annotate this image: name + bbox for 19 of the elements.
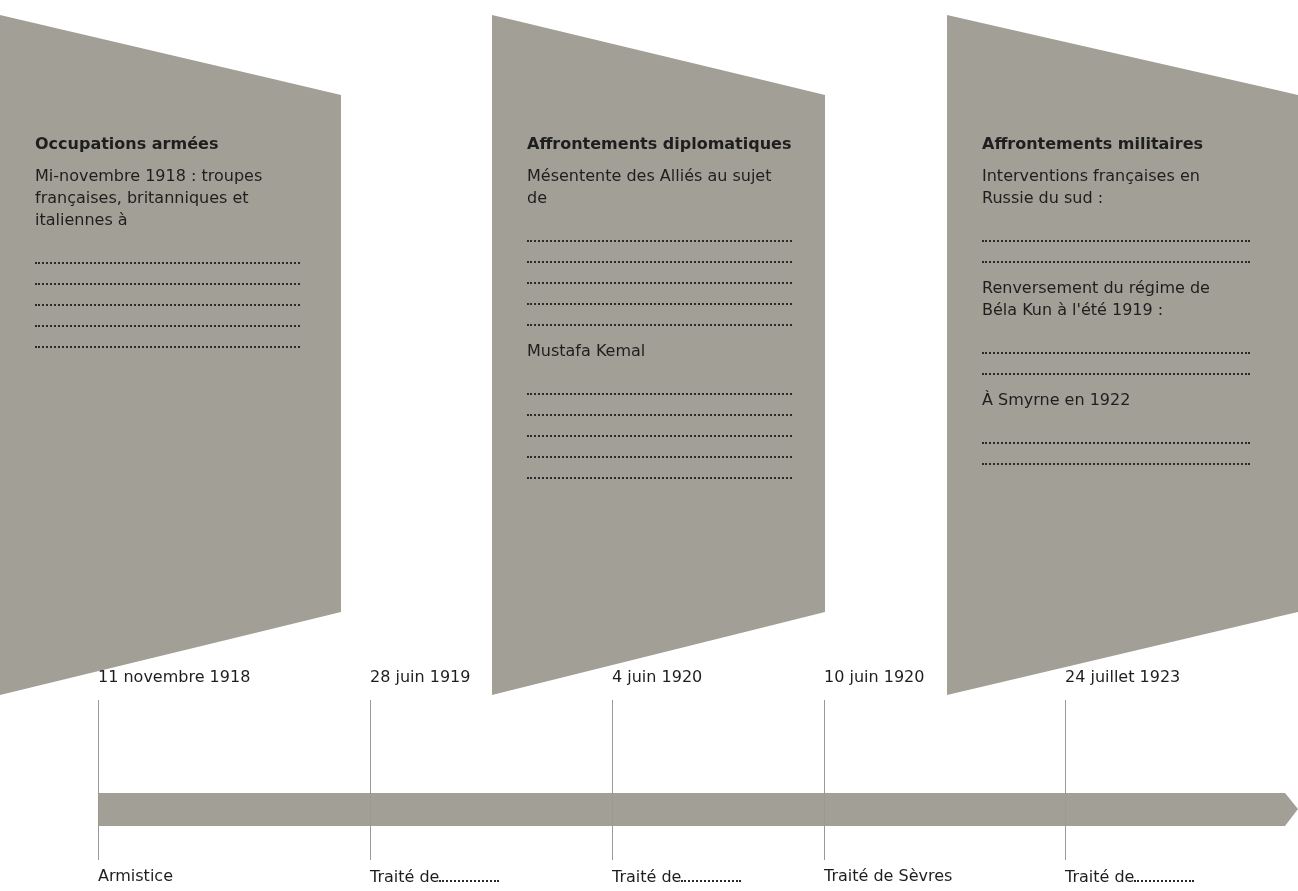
prompt-text: Interventions françaises en Russie du sud :: [982, 165, 1201, 209]
prompt-text: Mésentente des Alliés au sujet de: [527, 165, 773, 209]
panel-heading: Affrontements militaires: [982, 133, 1205, 155]
date-label: 11 novembre 1918: [98, 667, 251, 686]
date-label: 10 juin 1920: [824, 667, 925, 686]
event-label: Traité de: [1065, 867, 1135, 886]
event-label: Traité de: [612, 867, 682, 886]
panel-heading: Affrontements diplomatiques: [527, 133, 792, 155]
event-label: Armistice: [98, 866, 173, 885]
date-label: 24 juillet 1923: [1065, 667, 1181, 686]
prompt-text: Renversement du régime de Béla Kun à l'été 1919 :: [982, 277, 1211, 321]
prompt-text: À Smyrne en 1922: [982, 389, 1132, 411]
event-label: Traité de: [370, 867, 440, 886]
prompt-text: Mi-novembre 1918 : troupes françaises, britanniques et italiennes à: [35, 165, 264, 231]
panel-heading: Occupations armées: [35, 133, 220, 155]
date-label: 4 juin 1920: [612, 667, 703, 686]
event-label: Traité de Sèvres: [824, 866, 953, 885]
date-label: 28 juin 1919: [370, 667, 471, 686]
prompt-text: Mustafa Kemal: [527, 340, 647, 362]
